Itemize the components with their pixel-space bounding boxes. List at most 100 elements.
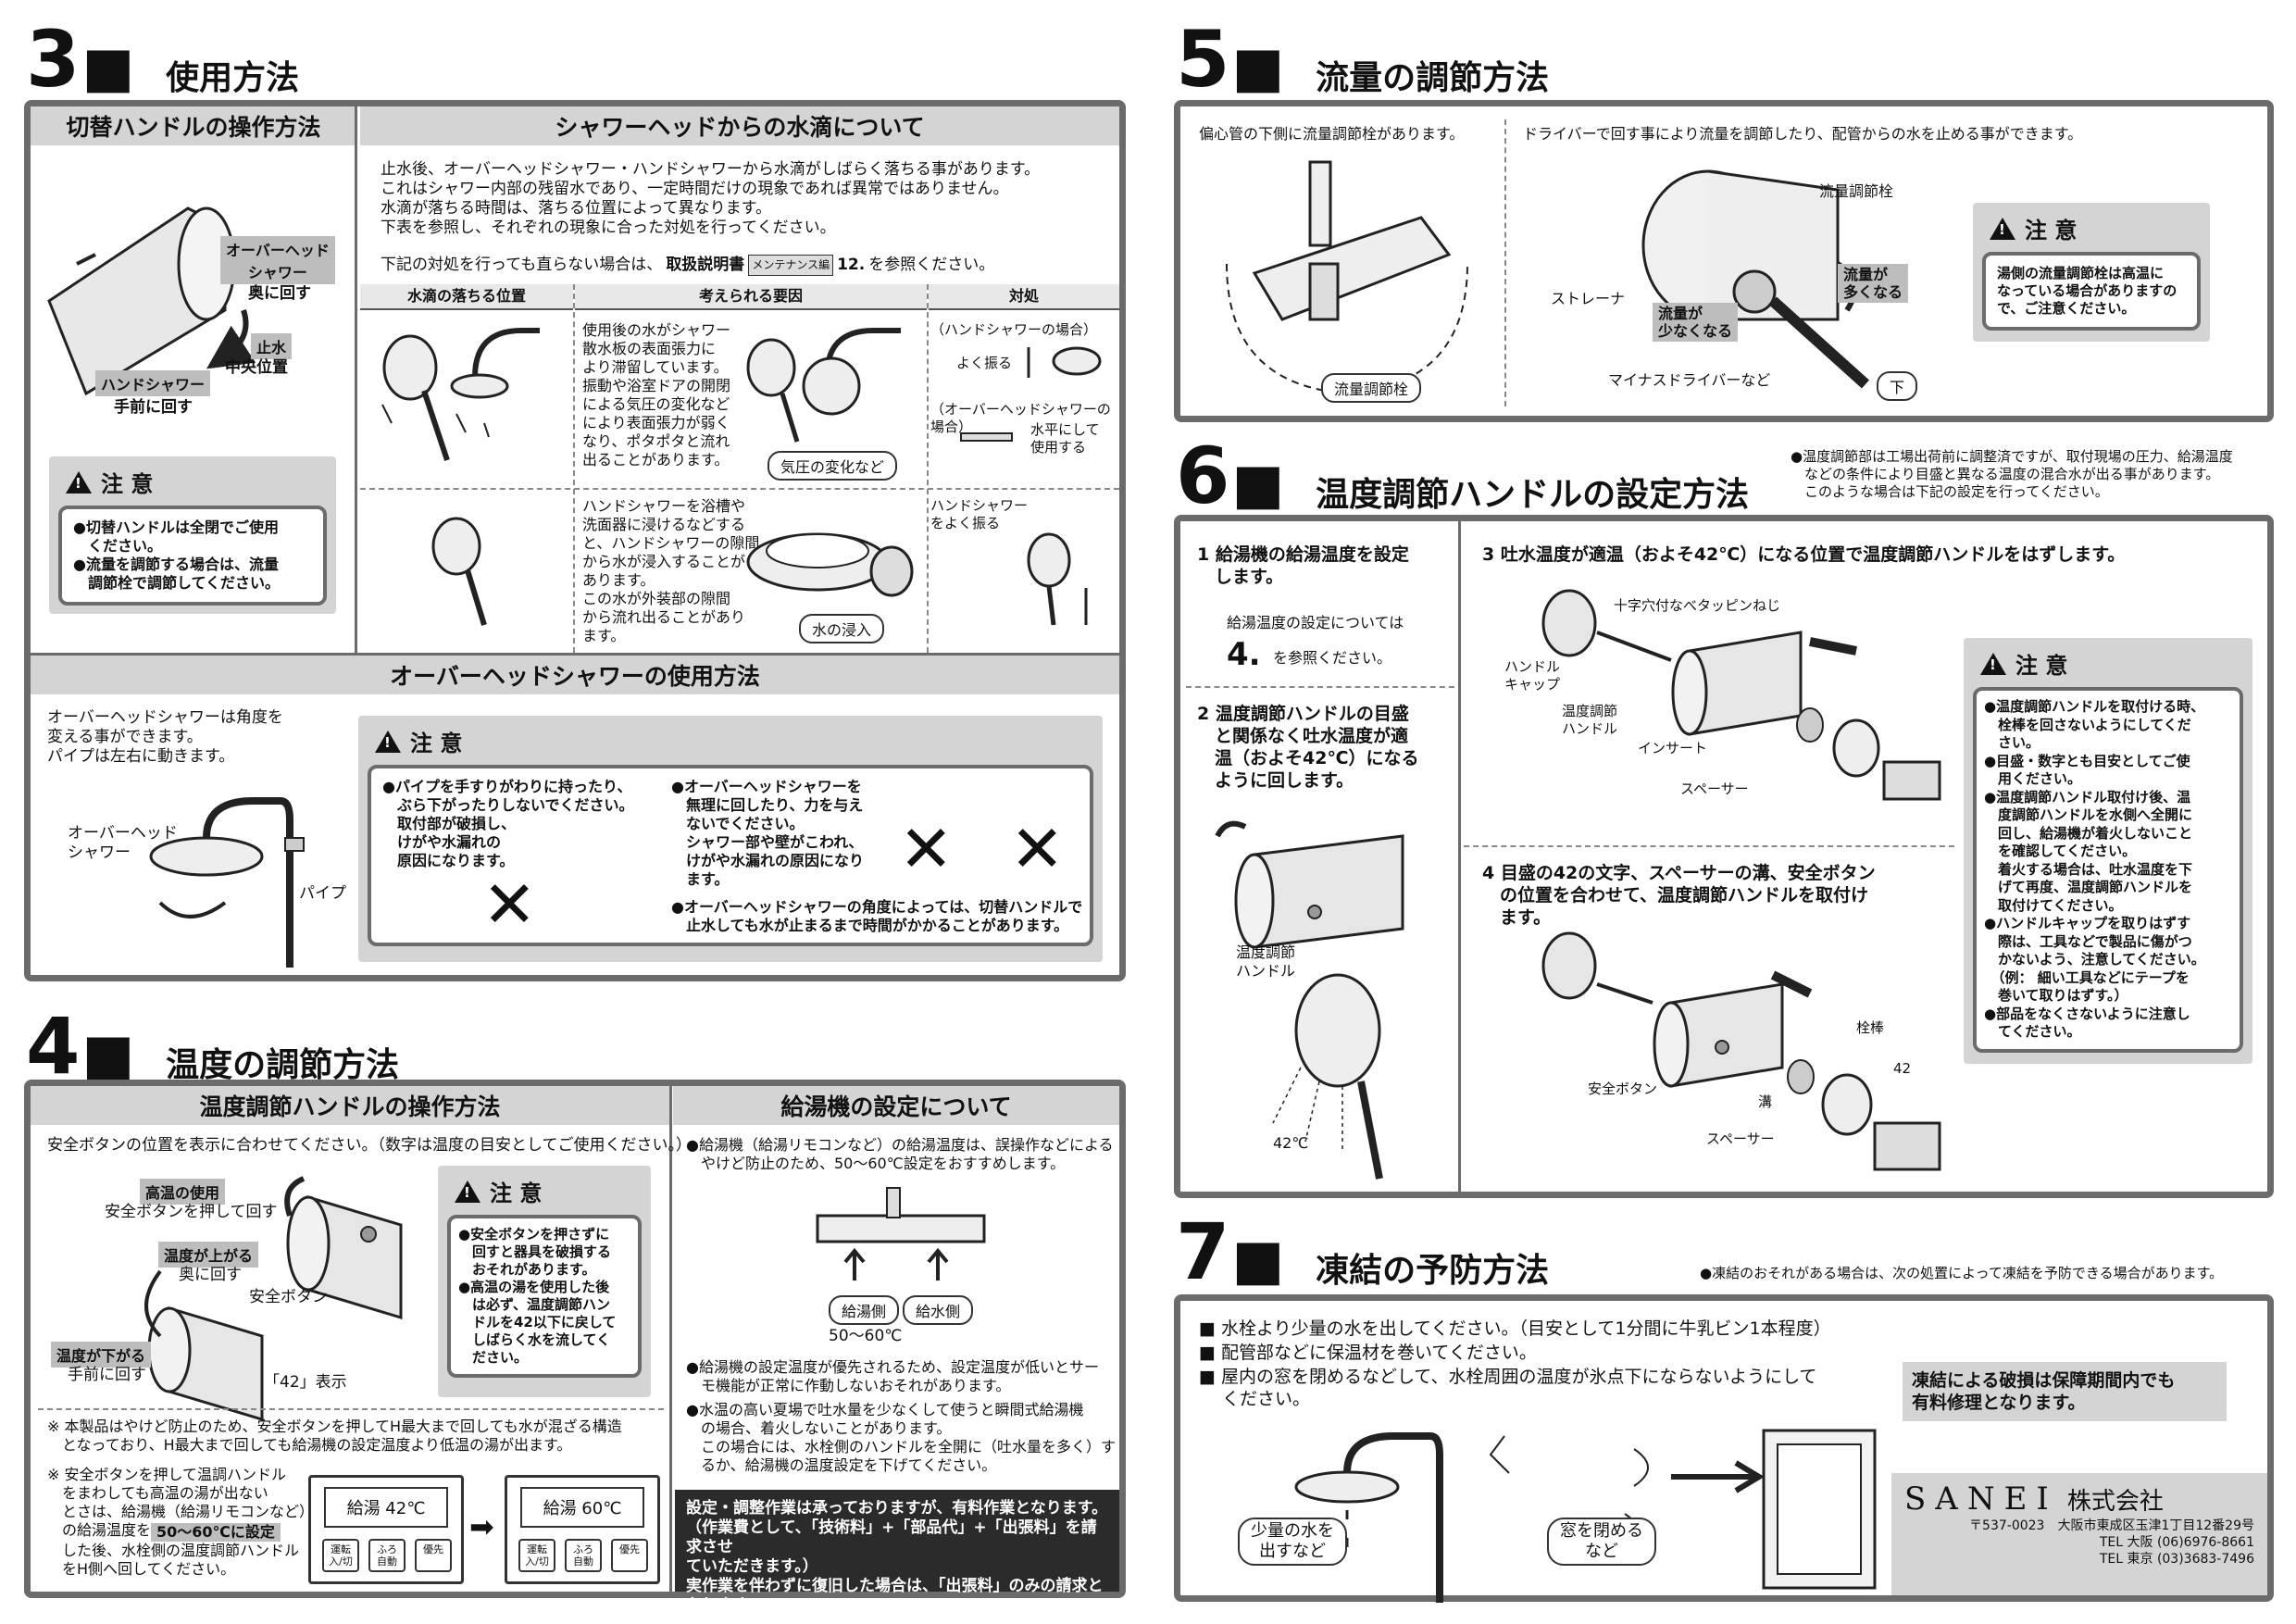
step-1-ref: を参照ください。 bbox=[1273, 649, 1392, 667]
row1-cause: 使用後の水がシャワー 散水板の表面張力に より滞留しています。 振動や浴室ドアの… bbox=[582, 321, 731, 468]
col-drip-position: 水滴の落ちる位置 bbox=[360, 284, 573, 310]
shake-shower-icon bbox=[1027, 532, 1088, 626]
overhead-caution-2: ●オーバーヘッドシャワーを 無理に回したり、力を与え ないでください。 シャワー… bbox=[671, 778, 865, 888]
faucet-body-illustration bbox=[816, 1187, 986, 1280]
label-center: 中央位置 bbox=[225, 358, 288, 377]
setting-caution-text: ●温度調節ハンドルを取付ける時、 栓棒を回さないようにしてくだ さい。 ●目盛・… bbox=[1973, 687, 2243, 1053]
remote-display: 給湯 42℃ bbox=[324, 1487, 448, 1528]
label-spacer-2: スペーサー bbox=[1706, 1131, 1775, 1147]
remote-before: 給湯 42℃ 運転 入/切 ふろ 自動 優先 bbox=[308, 1475, 464, 1584]
freeze-bullet-2: ■ 配管部などに保温材を巻いてください。 bbox=[1199, 1343, 1537, 1363]
freeze-note: ●凍結のおそれがある場合は、次の処置によって凍結を予防できる場合があります。 bbox=[1700, 1265, 2224, 1281]
label-temp-range: 50〜60℃ bbox=[829, 1327, 903, 1345]
company-address: 〒537-0023 大阪市東成区玉津1丁目12番29号 bbox=[1969, 1518, 2254, 1533]
temp-caution-text: ●安全ボタンを押さずに 回すと器具を破損する おそれがあります。 ●高温の湯を使… bbox=[447, 1215, 642, 1378]
label-42: 42 bbox=[1893, 1060, 1912, 1077]
row2-fix: ハンドシャワー をよく振る bbox=[930, 497, 1029, 531]
remote-priority-button[interactable]: 優先 bbox=[415, 1539, 452, 1572]
divider bbox=[31, 653, 1119, 656]
company-suffix: 株式会社 bbox=[2066, 1488, 2164, 1516]
label-temp-handle: 温度調節 ハンドル bbox=[1236, 943, 1296, 980]
step-4: 4 目盛の42の文字、スペーサーの溝、安全ボタン の位置を合わせて、温度調節ハン… bbox=[1482, 863, 1876, 928]
heater-text-2: ●給湯機の設定温度が優先されるため、設定温度が低いとサー モ機能が正常に作動しな… bbox=[686, 1358, 1099, 1394]
section-4-number: 4 bbox=[26, 1001, 80, 1092]
switch-caution-text: ●切替ハンドルは全閉でご使用 ください。 ●流量を調節する場合は、流量 調節栓で… bbox=[58, 506, 327, 606]
label-front: 手前に回す bbox=[68, 1366, 146, 1384]
warning-icon bbox=[66, 470, 92, 493]
company-tel-tokyo: TEL 東京 (03)3683-7496 bbox=[2099, 1552, 2254, 1567]
section-3-number: 3 bbox=[26, 14, 80, 105]
section-6-name: 温度調節ハンドルの設定方法 bbox=[1316, 476, 1750, 514]
step-1-sub: 給湯温度の設定については bbox=[1227, 614, 1404, 631]
freeze-bullet-3: ■ 屋内の窓を閉めるなどして、水栓周囲の温度が氷点下にならないようにして くださ… bbox=[1199, 1367, 1817, 1409]
row1-fix-hand: （ハンドシャワーの場合） bbox=[930, 321, 1098, 338]
switch-handle-heading: 切替ハンドルの操作方法 bbox=[31, 106, 356, 145]
remote-after: 給湯 60℃ 運転 入/切 ふろ 自動 優先 bbox=[505, 1475, 660, 1584]
label-back: 奥に回す bbox=[179, 1266, 242, 1284]
section-5-frame: 偏心管の下側に流量調節栓があります。 ドライバーで回す事により流量を調節したり、… bbox=[1174, 100, 2274, 422]
remote-priority-button[interactable]: 優先 bbox=[611, 1539, 648, 1572]
label-pin: 栓棒 bbox=[1856, 1019, 1885, 1036]
freeze-warning: 凍結による破損は保障期間内でも 有料修理となります。 bbox=[1903, 1362, 2227, 1421]
remote-power-button[interactable]: 運転 入/切 bbox=[518, 1539, 555, 1572]
col-remedy: 対処 bbox=[929, 284, 1119, 310]
label-temp-handle-2: 温度調節 ハンドル bbox=[1562, 703, 1618, 737]
pill-cold-side: 給水側 bbox=[903, 1295, 974, 1325]
section-4-name: 温度の調節方法 bbox=[166, 1046, 400, 1084]
section-5-name: 流量の調節方法 bbox=[1316, 59, 1550, 97]
pill-pressure-change: 気圧の変化など bbox=[767, 451, 898, 481]
remote-power-button[interactable]: 運転 入/切 bbox=[322, 1539, 359, 1572]
label-handle-cap: ハンドル キャップ bbox=[1504, 658, 1561, 693]
flow-valve-closeup bbox=[1641, 169, 1870, 389]
section-7-name: 凍結の予防方法 bbox=[1316, 1252, 1550, 1290]
temp-intro: 安全ボタンの位置を表示に合わせてください。（数字は温度の目安としてご使用ください… bbox=[47, 1136, 692, 1155]
overhead-caution-1: ●パイプを手すりがわりに持ったり、 ぶら下がったりしないでください。 取付部が破… bbox=[382, 778, 634, 869]
tag-hand-shower: ハンドシャワー bbox=[95, 370, 211, 396]
horizontal-shower-icon bbox=[960, 432, 1013, 442]
label-pipe: パイプ bbox=[299, 884, 346, 903]
temp-note-2: ※ 安全ボタンを押して温調ハンドル をまわしても高温の湯が出ない とさは、給湯機… bbox=[47, 1466, 315, 1539]
label-overhead-shower: オーバーヘッド シャワー bbox=[68, 824, 178, 862]
temp-note-2-end: した後、水栓側の温度調節ハンドル をH側へ回してください。 bbox=[62, 1542, 300, 1578]
overhead-caution-body: ●パイプを手すりがわりに持ったり、 ぶら下がったりしないでください。 取付部が破… bbox=[368, 765, 1093, 946]
hand-shower-illustration bbox=[431, 517, 487, 626]
label-front: 手前に回す bbox=[114, 398, 193, 417]
tag-flow-more: 流量が 多くなる bbox=[1838, 264, 1909, 303]
flow-caution-text: 湯側の流量調節栓は高温に なっている場合がありますの で、ご注意ください。 bbox=[1982, 252, 2201, 331]
label-screwdriver: マイナスドライバーなど bbox=[1608, 371, 1771, 389]
step-1: 1 給湯機の給湯温度を設定 します。 bbox=[1197, 544, 1409, 587]
maintenance-badge: メンテナンス編 bbox=[748, 255, 834, 276]
pill-flow-valve: 流量調節栓 bbox=[1321, 373, 1422, 403]
label-screw: 十字穴付なべタッピンねじ bbox=[1614, 597, 1781, 614]
temp-caution: 注 意 ●安全ボタンを押さずに 回すと器具を破損する おそれがあります。 ●高温… bbox=[438, 1166, 651, 1397]
label-safety-button: 安全ボタン bbox=[1588, 1081, 1658, 1097]
temp-handle-heading: 温度調節ハンドルの操作方法 bbox=[31, 1086, 669, 1125]
temp-note-2-highlight: 50〜60℃に設定 bbox=[151, 1523, 281, 1542]
remote-bath-button[interactable]: ふろ 自動 bbox=[368, 1539, 406, 1572]
section-5-number: 5 bbox=[1176, 14, 1229, 105]
warning-icon bbox=[1980, 652, 2006, 675]
section-6-number: 6 bbox=[1176, 431, 1229, 521]
overhead-usage-text: オーバーヘッドシャワーは角度を 変える事ができます。 パイプは左右に動きます。 bbox=[47, 708, 283, 766]
shake-hand-icon bbox=[1027, 346, 1102, 378]
section-5-title: 5■ 流量の調節方法 bbox=[1176, 14, 1550, 105]
row1-fix-shake: よく振る bbox=[956, 355, 1013, 371]
section-6-title: 6■ 温度調節ハンドルの設定方法 bbox=[1176, 431, 1750, 521]
step-2: 2 温度調節ハンドルの目盛 と関係なく吐水温度が適 温（およそ42℃）になる よ… bbox=[1197, 704, 1419, 791]
tag-temp-down: 温度が下がる bbox=[51, 1342, 152, 1368]
label-flow-valve: 流量調節栓 bbox=[1819, 182, 1894, 200]
overhead-shower-illustration bbox=[149, 797, 305, 968]
remote-bath-button[interactable]: ふろ 自動 bbox=[565, 1539, 602, 1572]
pill-down: 下 bbox=[1877, 371, 1918, 401]
section-7-number: 7 bbox=[1176, 1206, 1229, 1297]
step-3: 3 吐水温度が適温（およそ42℃）になる位置で温度調節ハンドルをはずします。 bbox=[1482, 544, 2126, 565]
close-window-illustration bbox=[1624, 1429, 1877, 1590]
label-back: 奥に回す bbox=[248, 284, 311, 303]
overhead-caution: 注 意 ●パイプを手すりがわりに持ったり、 ぶら下がったりしないでください。 取… bbox=[358, 716, 1103, 962]
section-4-frame: 温度調節ハンドルの操作方法 給湯機の設定について 安全ボタンの位置を表示に合わせ… bbox=[24, 1080, 1126, 1615]
warning-icon bbox=[455, 1180, 480, 1203]
flow-caution: 注 意 湯側の流量調節栓は高温に なっている場合がありますの で、ご注意ください… bbox=[1973, 203, 2210, 342]
small-water-illustration bbox=[1294, 1432, 1510, 1603]
label-groove: 溝 bbox=[1758, 1093, 1773, 1110]
label-42-display: 「42」表示 bbox=[264, 1373, 347, 1392]
